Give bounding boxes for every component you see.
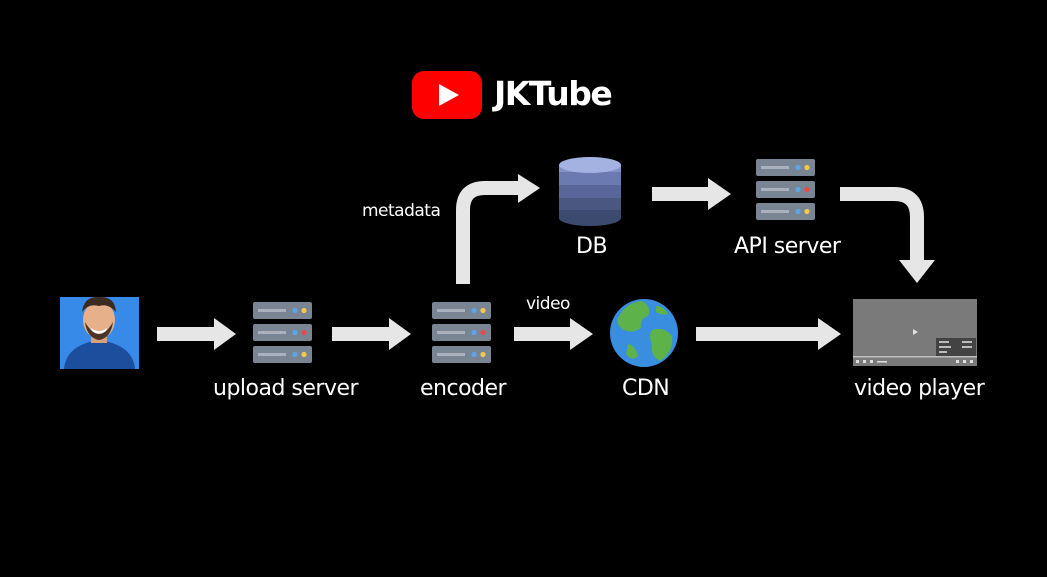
api-server-icon [756, 159, 815, 220]
api-server-label: API server [734, 234, 841, 259]
cdn-label: CDN [622, 376, 670, 401]
globe-icon [610, 299, 678, 367]
arrow-encoder-to-cdn [514, 318, 593, 350]
arrow-upload-to-encoder [332, 318, 411, 350]
encoder-label: encoder [420, 376, 507, 401]
video-player-label: video player [854, 376, 985, 401]
encoder-server-icon [432, 302, 491, 363]
arrow-encoder-to-db [456, 181, 520, 284]
db-label: DB [576, 234, 608, 259]
arrow-api-to-player [840, 187, 924, 262]
creator-photo [60, 296, 139, 369]
arrow-cdn-to-player [696, 318, 841, 350]
youtube-play-icon [412, 71, 482, 119]
brand-name: JKTube [494, 74, 613, 113]
edge-label-metadata: metadata [362, 201, 441, 221]
arrow-creator-to-upload [157, 318, 236, 350]
edge-label-video: video [526, 294, 570, 314]
database-icon [559, 157, 621, 226]
upload-server-label: upload server [213, 376, 359, 401]
arrow-db-to-api [652, 178, 731, 210]
upload-server-icon [253, 302, 312, 363]
video-player-icon [853, 299, 977, 366]
